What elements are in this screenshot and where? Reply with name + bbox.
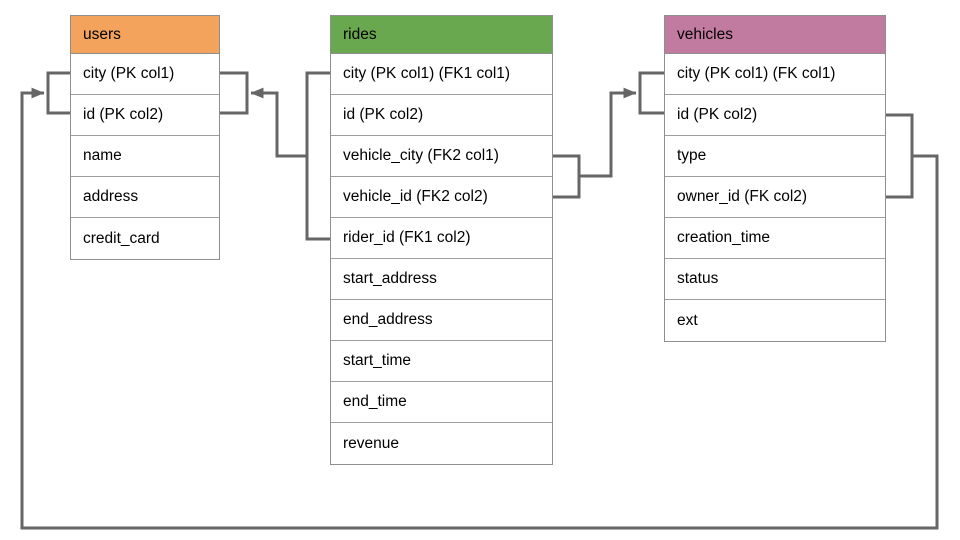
table-header-users: users	[71, 16, 219, 54]
table-rides-column-row: vehicle_id (FK2 col2)	[331, 177, 552, 218]
table-rides-column-row: start_time	[331, 341, 552, 382]
table-vehicles-column-row: creation_time	[665, 218, 885, 259]
table-rides-column-row: end_address	[331, 300, 552, 341]
table-rides-column-row: start_address	[331, 259, 552, 300]
table-users-column-row: name	[71, 136, 219, 177]
table-vehicles-column-row: owner_id (FK col2)	[665, 177, 885, 218]
table-rides-column-row: city (PK col1) (FK1 col1)	[331, 54, 552, 95]
table-header-vehicles: vehicles	[665, 16, 885, 54]
table-vehicles-column-row: city (PK col1) (FK col1)	[665, 54, 885, 95]
table-vehicles-column-row: type	[665, 136, 885, 177]
table-users-column-row: id (PK col2)	[71, 95, 219, 136]
table-vehicles-column-row: status	[665, 259, 885, 300]
table-vehicles-column-row: id (PK col2)	[665, 95, 885, 136]
table-vehicles-column-row: ext	[665, 300, 885, 341]
table-users-column-row: credit_card	[71, 218, 219, 259]
table-rides-column-row: id (PK col2)	[331, 95, 552, 136]
table-rides-column-row: vehicle_city (FK2 col1)	[331, 136, 552, 177]
table-users-column-row: address	[71, 177, 219, 218]
table-users-column-row: city (PK col1)	[71, 54, 219, 95]
table-rides-column-row: end_time	[331, 382, 552, 423]
table-rides-column-row: revenue	[331, 423, 552, 464]
table-rides-column-row: rider_id (FK1 col2)	[331, 218, 552, 259]
table-header-rides: rides	[331, 16, 552, 54]
